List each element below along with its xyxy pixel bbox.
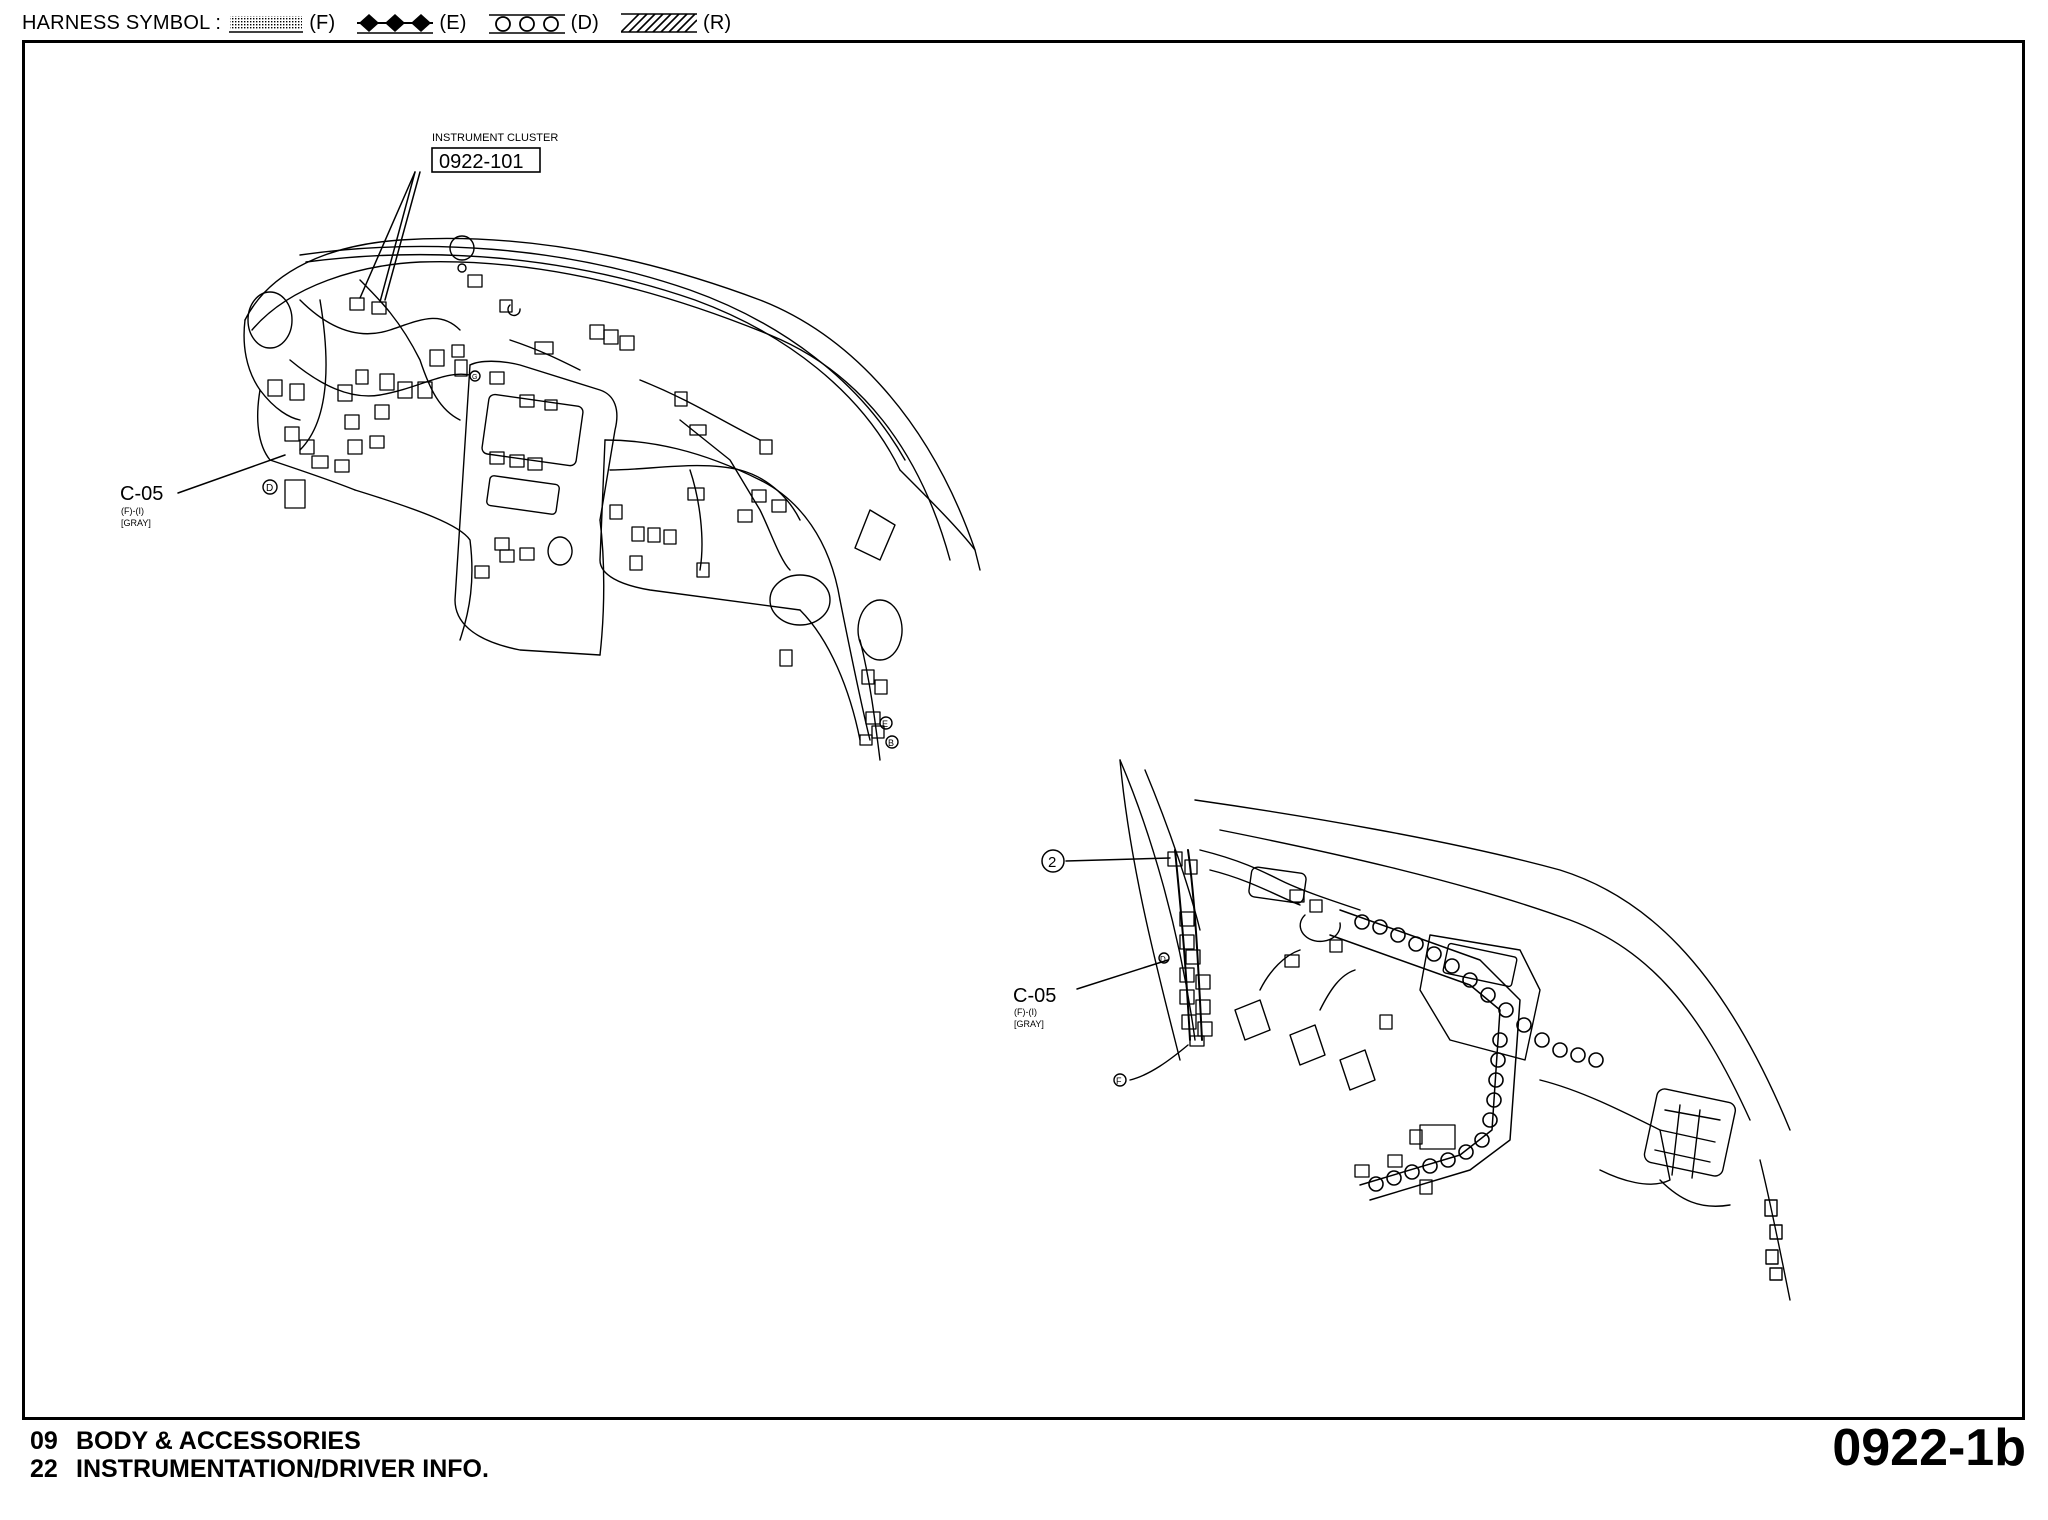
footer-line-1: 09 BODY & ACCESSORIES: [30, 1427, 489, 1455]
bottom-connector-sub: (F)-(I): [1014, 1007, 1037, 1017]
cluster-ref-box: [431, 147, 541, 173]
top-dashboard-view: [243, 235, 981, 761]
circles-symbol: [488, 14, 565, 34]
bottom-callout-number: 2: [1048, 854, 1056, 871]
dotted-hatch-symbol: [229, 16, 304, 33]
legend-label-r: (R): [702, 11, 732, 34]
legend-label-d: (D): [570, 11, 599, 34]
top-marker-g: G: [472, 374, 477, 381]
sheet-number: 0922-1b: [1832, 1419, 2026, 1477]
top-marker-b: B: [888, 738, 894, 748]
legend-label-e: (E): [439, 11, 467, 34]
bottom-connector-color: [GRAY]: [1014, 1019, 1044, 1029]
bottom-marker-f: F: [1116, 1076, 1122, 1086]
legend-prefix: HARNESS SYMBOL :: [22, 11, 222, 34]
legend-label-f: (F): [309, 11, 336, 34]
cluster-ref-number[interactable]: 0922-101: [439, 151, 524, 173]
top-connector-id: C-05: [120, 483, 163, 505]
harness-symbol-legend: HARNESS SYMBOL : (F) (E) (D): [22, 6, 753, 40]
top-marker-d: D: [266, 483, 273, 494]
top-marker-e: E: [882, 719, 888, 729]
bottom-marker-d: D: [1160, 955, 1166, 964]
section-footer: 09 BODY & ACCESSORIES 22 INSTRUMENTATION/D…: [30, 1427, 489, 1483]
section-number: 09: [30, 1427, 58, 1455]
top-connector-color: [GRAY]: [121, 518, 151, 528]
diagonal-hatch-symbol: [620, 13, 697, 33]
section-title: BODY & ACCESSORIES: [76, 1427, 361, 1455]
top-connector-sub: (F)-(I): [121, 506, 144, 516]
footer-line-2: 22 INSTRUMENTATION/DRIVER INFO.: [30, 1455, 489, 1483]
diagram-frame: [22, 40, 2025, 1420]
bottom-connector-id: C-05: [1013, 985, 1056, 1007]
instrument-cluster-title: INSTRUMENT CLUSTER: [432, 132, 558, 144]
subsection-number: 22: [30, 1455, 58, 1483]
subsection-title: INSTRUMENTATION/DRIVER INFO.: [76, 1455, 489, 1483]
diamonds-symbol: [357, 14, 434, 34]
bottom-dashboard-view: [1119, 759, 1791, 1301]
